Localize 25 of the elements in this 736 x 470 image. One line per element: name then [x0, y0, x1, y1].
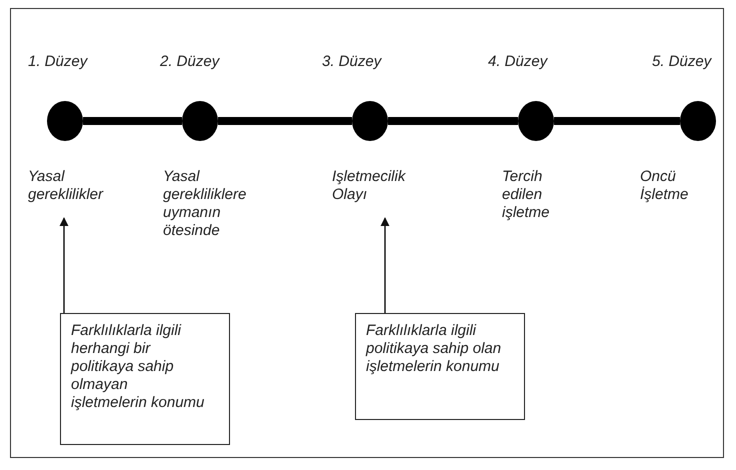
arrow	[59, 217, 69, 313]
level-label: 5. Düzey	[652, 53, 712, 71]
text-box	[60, 313, 230, 445]
level-description: Tercih edilen işletme	[502, 168, 551, 222]
level-circle	[352, 101, 388, 141]
level-description: Oncü İşletme	[640, 168, 690, 204]
level-label: 2. Düzey	[160, 53, 220, 71]
timeline-line	[83, 117, 182, 125]
timeline-line	[554, 117, 680, 125]
level-label: 1. Düzey	[28, 53, 88, 71]
box-text: Farklılıklarla ilgili politikaya sahip olan işletmelerin konumu	[366, 322, 502, 376]
level-description: Işletmecilik Olayı	[332, 168, 407, 204]
timeline-line	[388, 117, 518, 125]
level-circle	[680, 101, 716, 141]
level-label: 4. Düzey	[488, 53, 548, 71]
level-label: 3. Düzey	[322, 53, 382, 71]
box-text: Farklılıklarla ilgili herhangi bir politikaya sahip olmayan işletmelerin konumu	[71, 322, 206, 412]
level-description: Yasal gerekliliklere uymanın ötesinde	[163, 168, 248, 240]
text-box	[355, 313, 525, 420]
arrow	[380, 217, 390, 313]
timeline-line	[218, 117, 352, 125]
level-description: Yasal gereklilikler	[28, 168, 104, 204]
level-circle	[518, 101, 554, 141]
level-circle	[47, 101, 83, 141]
level-circle	[182, 101, 218, 141]
